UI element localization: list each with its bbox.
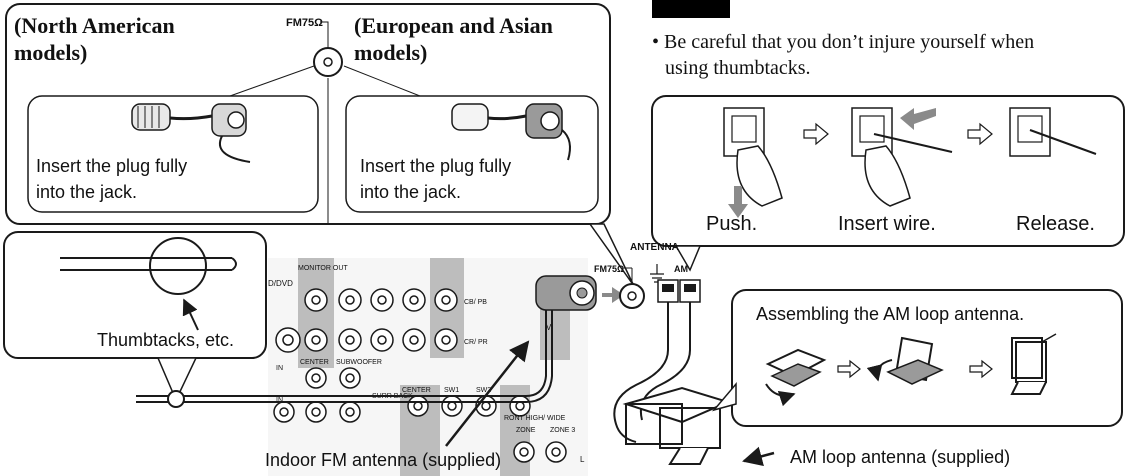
am-loop-caption: AM loop antenna (supplied) xyxy=(790,447,1010,467)
caution-text-2: using thumbtacks. xyxy=(665,57,811,79)
panel-sw1: SW1 xyxy=(444,387,459,394)
fm-plug-icon xyxy=(535,275,624,311)
left-instruction-2: into the jack. xyxy=(36,182,137,202)
insert-step-icon xyxy=(851,107,953,207)
european-title: (European and Asian xyxy=(354,13,553,38)
am-assembly-callout: Assembling the AM loop antenna. xyxy=(731,289,1123,427)
panel-dvd: D/DVD xyxy=(268,279,293,288)
thumbtack-circle-icon xyxy=(149,237,207,295)
am-assembly-step1-icon xyxy=(765,348,827,407)
panel-center: CENTER xyxy=(300,359,329,366)
panel-l: L xyxy=(580,455,585,464)
release-step-icon xyxy=(1009,107,1097,157)
terminal-fm-label: FM75Ω xyxy=(594,264,624,274)
panel-front-high-wide: RONT HIGH/ WIDE xyxy=(504,415,566,422)
panel-monitor-out: MONITOR OUT xyxy=(298,265,348,272)
am-terminal-steps: Push. Insert wire. Release. xyxy=(651,95,1125,247)
panel-zone: ZONE xyxy=(516,427,536,434)
caution-text-1: • Be careful that you don’t injure yours… xyxy=(652,31,1034,53)
terminal-am-label: AM xyxy=(674,264,688,274)
fm-terminal-jack-icon xyxy=(619,283,645,309)
north-american-title: (North American xyxy=(14,13,175,38)
thumbtacks-callout: Thumbtacks, etc. xyxy=(3,231,267,359)
step-push-label: Push. xyxy=(706,213,757,235)
panel-sw2: SW2 xyxy=(476,387,491,394)
na-plug-icon xyxy=(131,103,251,163)
step-release-label: Release. xyxy=(1016,213,1095,235)
panel-v: V xyxy=(546,323,552,332)
panel-cr-pr: CR/ PR xyxy=(464,339,488,346)
arrow-right-icon xyxy=(837,359,861,379)
european-title-2: models) xyxy=(354,40,427,65)
fm-jack-label: FM75Ω xyxy=(286,17,323,29)
right-instruction-1: Insert the plug fully xyxy=(360,156,511,176)
caution-label-box xyxy=(652,0,730,18)
am-assembly-title: Assembling the AM loop antenna. xyxy=(756,304,1024,324)
north-american-title-2: models) xyxy=(14,40,87,65)
right-instruction-2: into the jack. xyxy=(360,182,461,202)
thumbtacks-label: Thumbtacks, etc. xyxy=(97,330,234,350)
left-instruction-1: Insert the plug fully xyxy=(36,156,187,176)
panel-in-2: IN xyxy=(276,397,283,404)
indoor-fm-antenna-wire xyxy=(136,306,553,408)
eu-plug-icon xyxy=(451,103,571,161)
ground-icon xyxy=(650,264,664,283)
panel-zone3: ZONE 3 xyxy=(550,427,575,434)
arrow-right-icon xyxy=(967,122,993,146)
receiver-rear-panel: D/DVD MONITOR OUT CB/ PB CR/ PR IN CENTE… xyxy=(268,258,588,476)
am-assembly-step3-icon xyxy=(1010,333,1057,395)
step-insert-label: Insert wire. xyxy=(838,213,936,235)
panel-in: IN xyxy=(276,365,283,372)
panel-subwoofer: SUBWOOFER xyxy=(336,359,382,366)
indoor-fm-caption: Indoor FM antenna (supplied) xyxy=(265,450,501,470)
fm-jack-callout: FM75Ω (North American models) (European … xyxy=(5,3,611,225)
panel-cb-pb: CB/ PB xyxy=(464,299,487,306)
panel-center-2: CENTER xyxy=(402,387,431,394)
arrow-right-icon xyxy=(969,359,993,379)
am-terminal-icon xyxy=(657,279,701,303)
arrow-right-icon xyxy=(803,122,829,146)
push-step-icon xyxy=(723,107,783,218)
antenna-header: ANTENNA xyxy=(630,242,679,253)
am-assembly-step2-icon xyxy=(866,336,944,385)
am-loop-antenna-icon xyxy=(622,386,731,465)
